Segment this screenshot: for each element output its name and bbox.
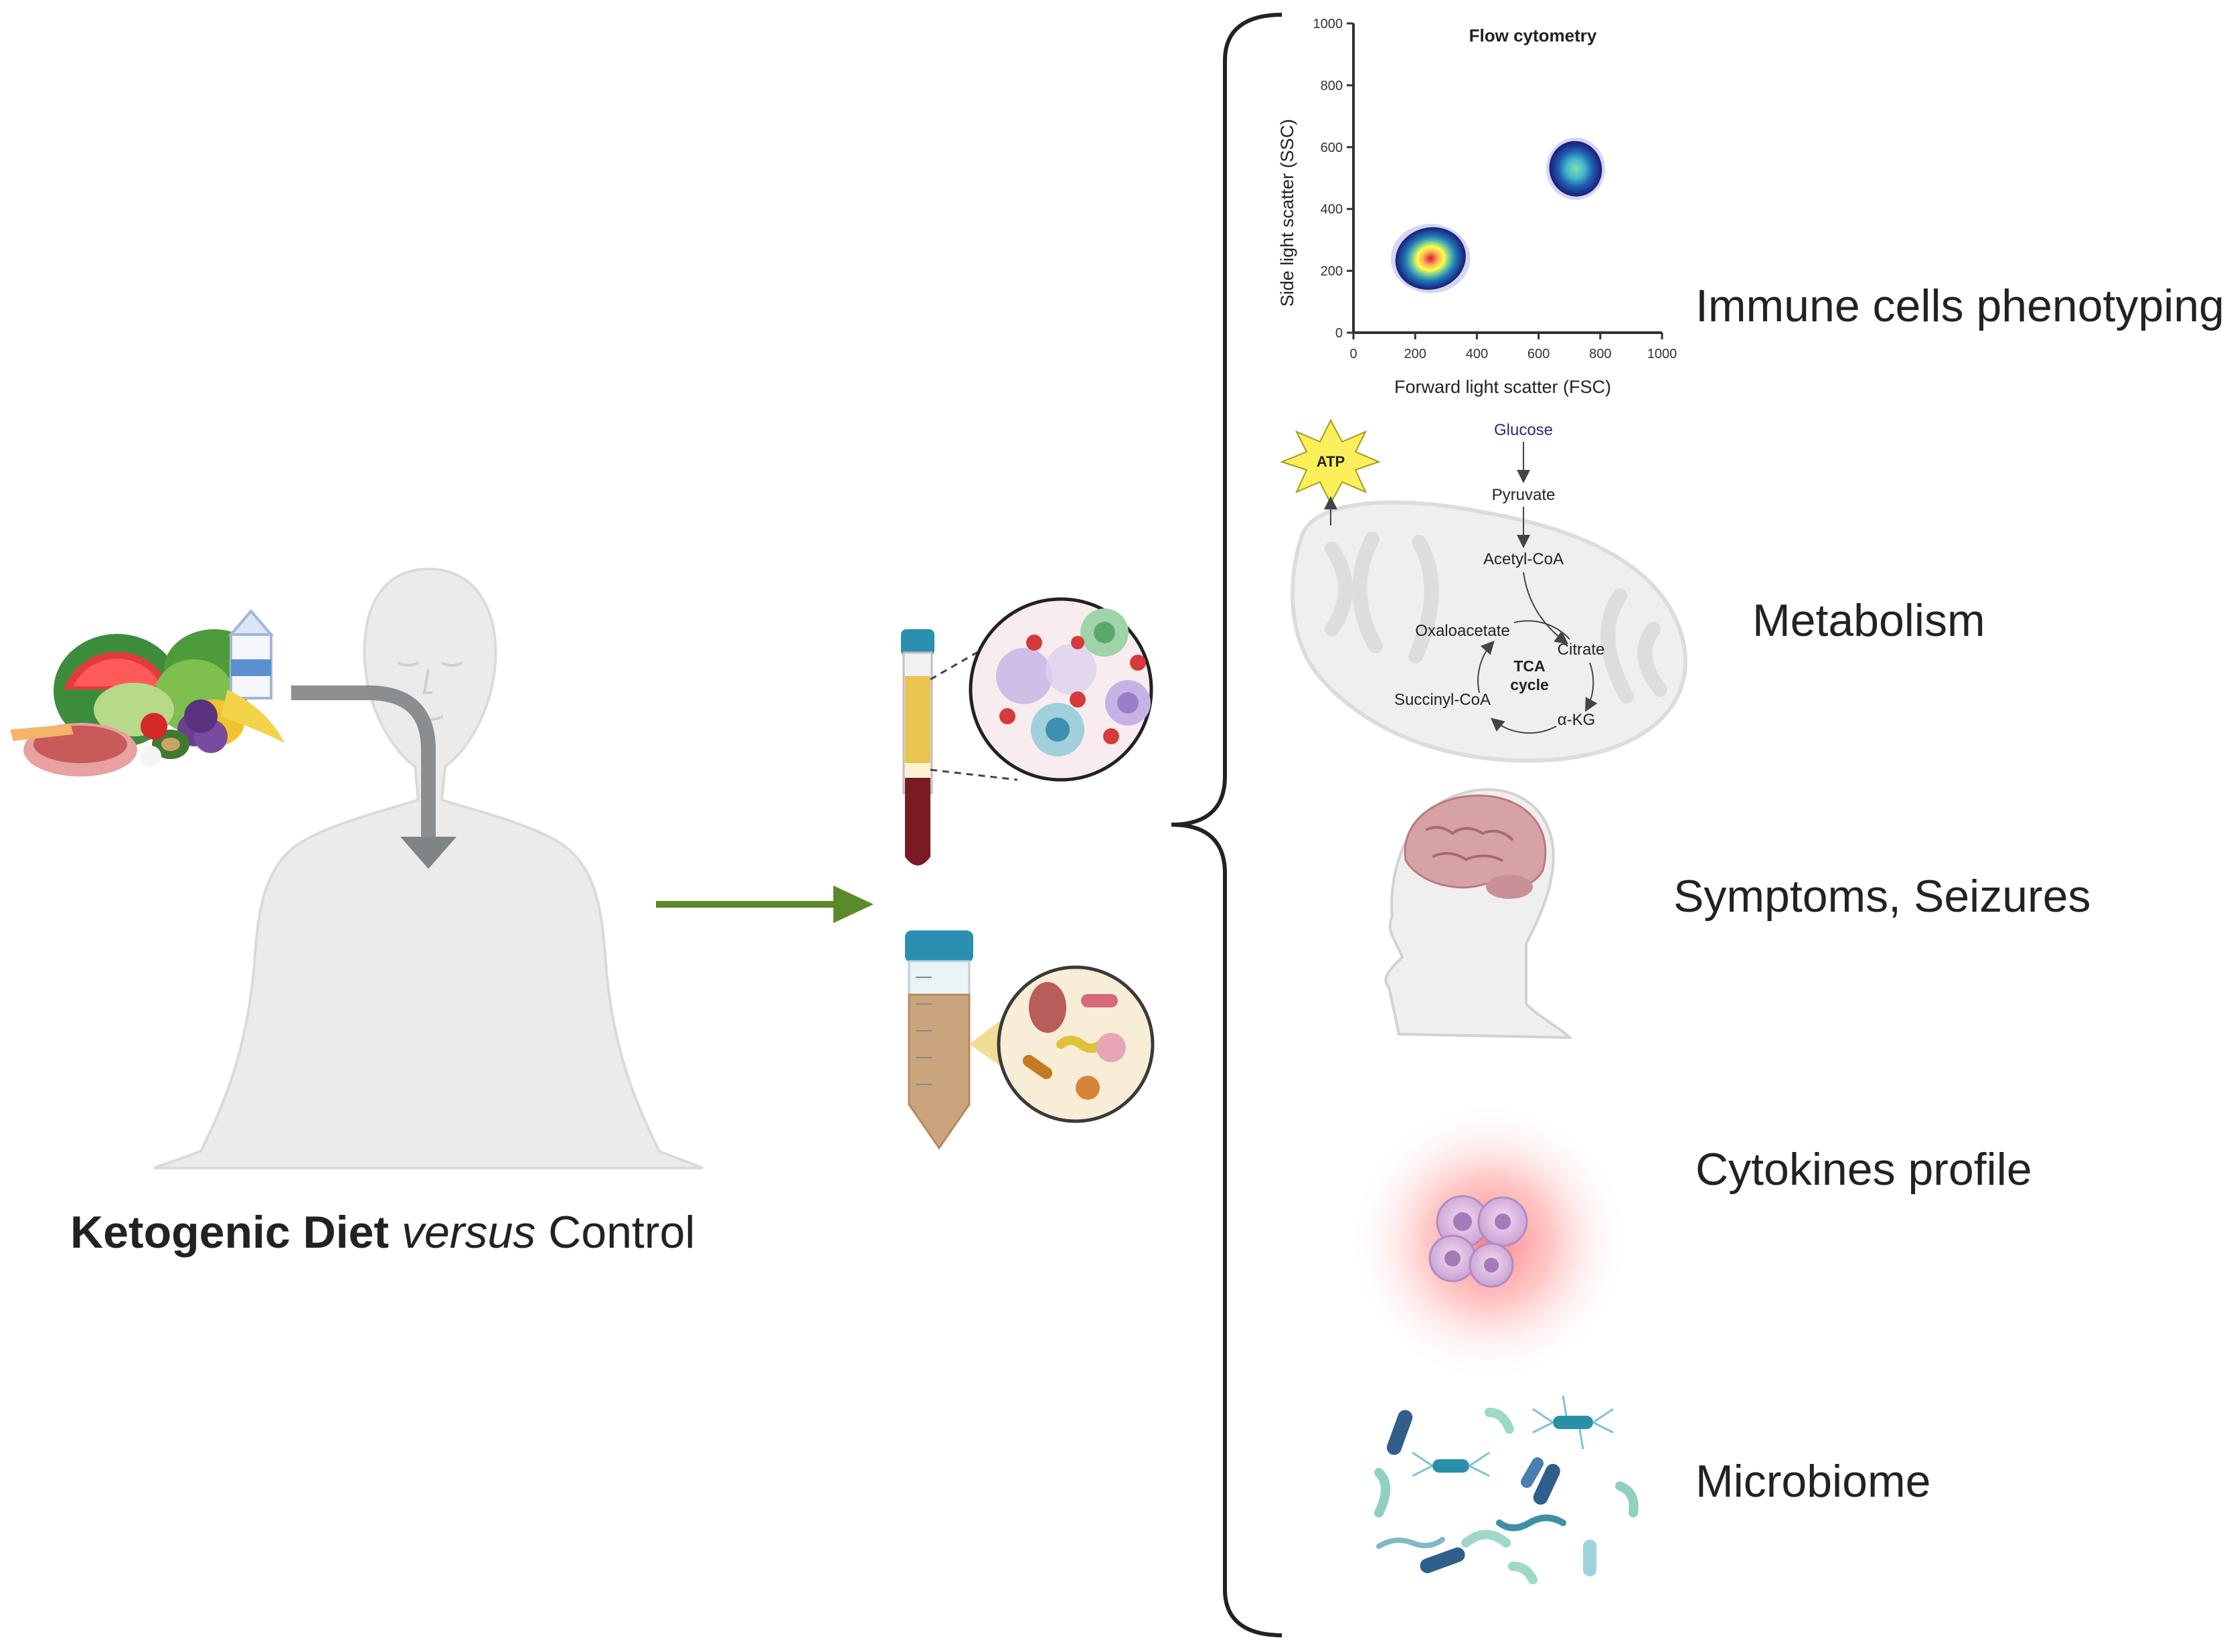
succinyl-coa-label: Succinyl-CoA	[1394, 691, 1491, 709]
pyruvate-label: Pyruvate	[1492, 486, 1556, 504]
oxaloacetate-label: Oxaloacetate	[1415, 622, 1509, 640]
x-tick-label: 400	[1466, 347, 1488, 361]
akg-label: α-KG	[1558, 711, 1596, 729]
y-tick-label: 200	[1321, 264, 1343, 279]
stool-tube-icon	[905, 930, 973, 1150]
food-icon	[10, 608, 284, 776]
microbiome-icon	[1374, 1395, 1639, 1584]
head-brain-icon	[1384, 788, 1573, 1040]
label-symptoms-seizures: Symptoms, Seizures	[1673, 871, 2091, 922]
flow-ylabel: Side light scatter (SSC)	[1277, 119, 1297, 307]
atp-burst-icon: ATP	[1280, 418, 1381, 525]
label-microbiome: Microbiome	[1695, 1456, 1931, 1507]
x-tick-label: 800	[1589, 347, 1611, 361]
x-tick-label: 200	[1404, 347, 1426, 361]
gut-bacteria-inset	[969, 965, 1155, 1123]
sampling-arrow	[656, 886, 874, 923]
cell-population-cloud	[1395, 227, 1466, 290]
mitochondrion-icon	[1291, 500, 1687, 763]
caption-control: Control	[548, 1207, 695, 1258]
glucose-label: Glucose	[1494, 421, 1553, 439]
y-tick-label: 1000	[1313, 17, 1343, 31]
y-tick-label: 0	[1335, 326, 1343, 341]
diet-intake-arrow	[291, 685, 457, 869]
label-immune-cells-phenotyping: Immune cells phenotyping	[1695, 280, 2225, 331]
x-tick-label: 600	[1527, 347, 1550, 361]
acetyl-coa-label: Acetyl-CoA	[1483, 550, 1564, 568]
cytokines-icon	[1349, 1101, 1630, 1382]
caption-versus: versus	[401, 1207, 536, 1258]
label-cytokines-profile: Cytokines profile	[1695, 1144, 2032, 1195]
x-tick-label: 1000	[1647, 347, 1677, 361]
tca-label-line2: cycle	[1510, 676, 1549, 693]
blood-tube-icon	[901, 629, 934, 865]
citrate-label: Citrate	[1558, 641, 1605, 659]
study-caption: Ketogenic Diet versus Control	[70, 1206, 695, 1258]
label-metabolism: Metabolism	[1752, 595, 1985, 646]
atp-label: ATP	[1317, 453, 1345, 470]
blood-cells-inset	[930, 597, 1153, 782]
y-tick-label: 600	[1321, 141, 1343, 155]
flow-title: Flow cytometry	[1469, 25, 1597, 46]
tca-pathway: Glucose Pyruvate Acetyl-CoA Oxaloacetate…	[1394, 421, 1605, 734]
y-tick-label: 800	[1321, 78, 1343, 93]
grouping-brace	[1171, 13, 1282, 1637]
y-tick-label: 400	[1321, 202, 1343, 217]
cell-population-cloud	[1549, 141, 1602, 197]
flow-xlabel: Forward light scatter (FSC)	[1394, 377, 1611, 397]
tca-label-line1: TCA	[1513, 657, 1545, 675]
flow-cytometry-plot: 0 200 400 600 800 1000 0 200 400 600 800 1000 Flow …	[1277, 17, 1677, 397]
x-tick-label: 0	[1349, 347, 1357, 361]
caption-ketogenic-diet: Ketogenic Diet	[70, 1207, 390, 1258]
